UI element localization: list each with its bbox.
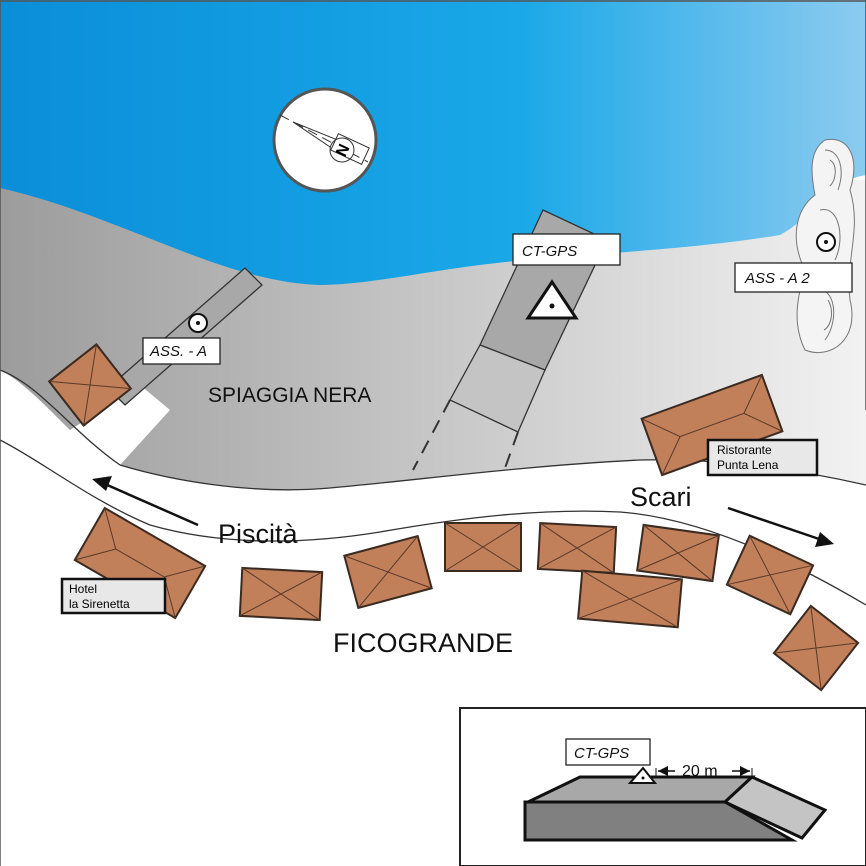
- inset-station-label: CT-GPS: [574, 745, 629, 762]
- ass-a-label: ASS. - A: [142, 337, 221, 365]
- ct-gps-station-icon: [525, 279, 579, 320]
- ct-gps-label: CT-GPS: [512, 233, 621, 266]
- hotel-label: Hotel la Sirenetta: [60, 577, 167, 615]
- beach-label: SPIAGGIA NERA: [208, 384, 371, 407]
- road-west-label: Piscità: [218, 519, 299, 549]
- sea: [0, 0, 866, 285]
- road-lower-edge: [0, 439, 866, 606]
- arrow-east-icon: [727, 506, 834, 547]
- town-label: FICOGRANDE: [333, 628, 513, 658]
- inset-profile: CT-GPS 20 m: [459, 707, 866, 866]
- ass-a2-label: ASS - A 2: [734, 262, 853, 293]
- road-east-label: Scari: [630, 482, 692, 512]
- svg-text:ASS - A 2: ASS - A 2: [744, 270, 810, 287]
- svg-text:CT-GPS: CT-GPS: [522, 243, 577, 260]
- inset-distance-label: 20 m: [682, 763, 718, 780]
- compass-icon: N: [272, 87, 378, 193]
- svg-text:Ristorante: Ristorante: [717, 443, 772, 457]
- svg-text:ASS. - A: ASS. - A: [149, 343, 207, 360]
- svg-text:la Sirenetta: la Sirenetta: [69, 597, 130, 611]
- svg-text:Punta Lena: Punta Lena: [717, 458, 779, 472]
- restaurant-label: Ristorante Punta Lena: [706, 438, 819, 477]
- ass-a2-station-icon: [816, 232, 836, 252]
- ass-a-station-icon: [188, 313, 208, 333]
- arrow-west-icon: [92, 476, 199, 527]
- svg-text:Hotel: Hotel: [69, 582, 97, 596]
- houses: [47, 343, 860, 692]
